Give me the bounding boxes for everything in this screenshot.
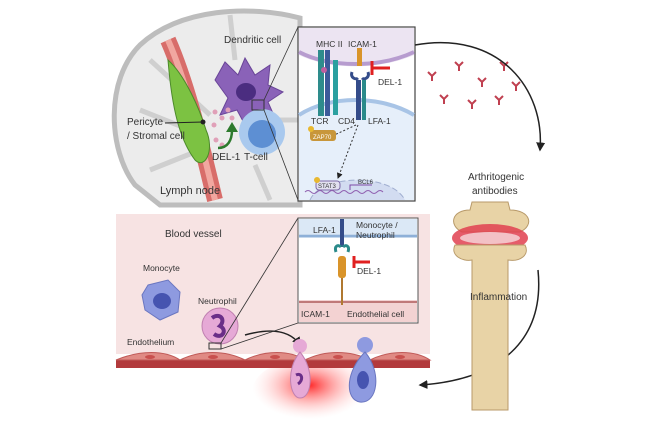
- antibodies-label-2: antibodies: [472, 186, 518, 197]
- monocyte-cell: [141, 279, 181, 321]
- neutrophil-label: Neutrophil: [198, 296, 237, 306]
- lfa-label: LFA-1: [368, 116, 391, 126]
- blood-vessel-label: Blood vessel: [165, 229, 222, 240]
- del1-label: DEL-1: [212, 152, 241, 163]
- stromal-cell-label: / Stromal cell: [127, 131, 185, 142]
- tcr-label: TCR: [311, 116, 328, 126]
- cd4-label: CD4: [338, 116, 355, 126]
- stat3-label: STAT3: [318, 184, 336, 190]
- tcell-label: T-cell: [244, 152, 268, 163]
- dendritic-cell: [214, 56, 285, 126]
- lymph-node: Dendritic cell Pericyte / Stromal cell D…: [111, 8, 303, 208]
- zap70-badge: [310, 130, 336, 141]
- inflammation-label: Inflammation: [470, 292, 527, 303]
- monocyte-neutrophil-label-1: Monocyte /: [356, 220, 398, 230]
- endothelium-label: Endothelium: [127, 337, 174, 347]
- knee-joint: [452, 201, 530, 411]
- synapse-inset: MHC II ICAM-1 DEL-1 TCR CD4 LFA-1 ZAP70 …: [297, 26, 416, 202]
- mhc-label: MHC II: [316, 39, 342, 49]
- dendritic-cell-label: Dendritic cell: [224, 35, 281, 46]
- monocyte-label: Monocyte: [143, 263, 180, 273]
- endothelial-cell-label: Endothelial cell: [347, 309, 404, 319]
- monocyte-neutrophil-label-2: Neutrophil: [356, 230, 395, 240]
- antibodies: [427, 61, 521, 109]
- antibodies-label-1: Arthritogenic: [468, 172, 524, 183]
- del1-inhibitor-label-2: DEL-1: [357, 266, 381, 276]
- pericyte-cell: [167, 58, 210, 163]
- transmigrating-monocyte: [348, 337, 377, 403]
- arrow-icon: [226, 122, 238, 132]
- icam-label: ICAM-1: [348, 39, 377, 49]
- zap70-label: ZAP70: [313, 135, 332, 141]
- adhesion-inset: LFA-1 Monocyte / Neutrophil DEL-1 ICAM-1…: [297, 217, 419, 324]
- transmigrating-neutrophil: [290, 339, 311, 399]
- icam-label-2: ICAM-1: [301, 309, 330, 319]
- endothelium-layer: [116, 360, 430, 368]
- pericyte-label: Pericyte: [127, 117, 164, 128]
- neutrophil-cell: [201, 307, 239, 345]
- t-cell: [239, 109, 285, 155]
- bcl6-label: BCL6: [358, 180, 374, 186]
- lfa-label-2: LFA-1: [313, 225, 336, 235]
- lymph-node-label: Lymph node: [160, 185, 220, 197]
- del1-inhibitor-label: DEL-1: [378, 77, 402, 87]
